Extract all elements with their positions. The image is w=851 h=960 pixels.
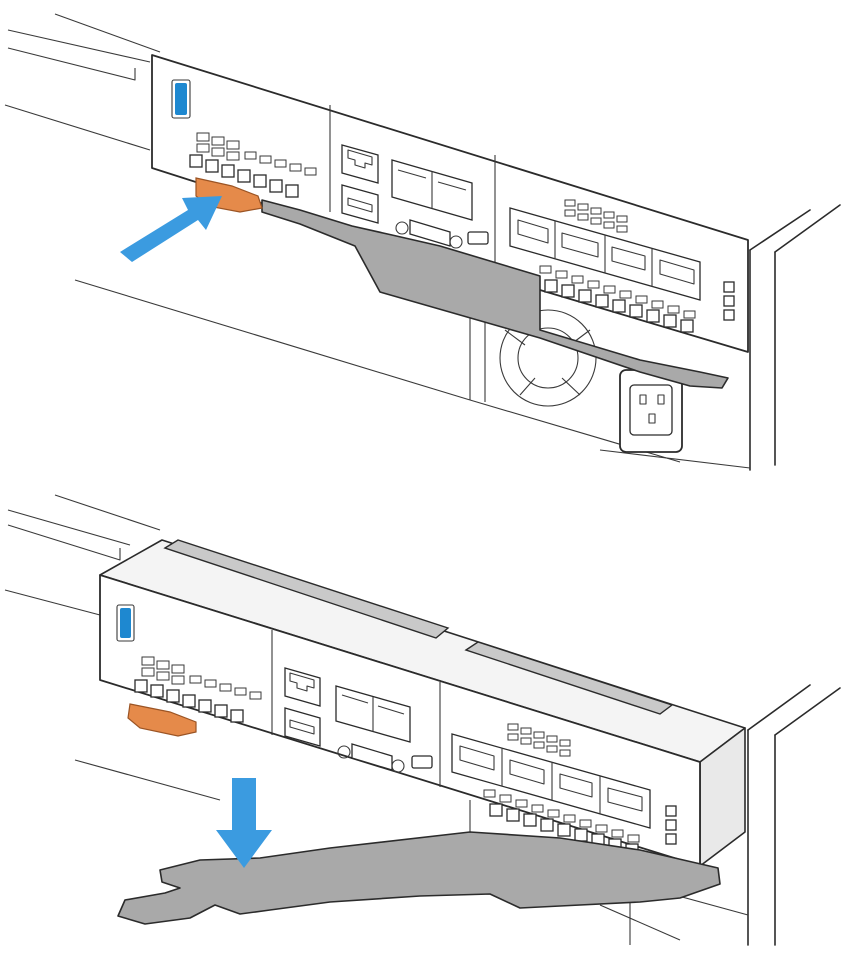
management-ports-bottom: [284, 667, 321, 747]
serial-port-top: [395, 219, 489, 249]
led-array-left: [189, 132, 317, 198]
controller-module-front-top: [151, 54, 749, 389]
release-lever-bottom: [117, 831, 721, 925]
enclosure-lines-top: [4, 13, 841, 471]
status-led-bottom: [120, 608, 131, 638]
controller-module-extended: [99, 539, 746, 867]
host-ports-top: [509, 199, 701, 301]
status-led: [175, 83, 187, 115]
management-ports-top: [341, 144, 379, 224]
sfp-ports-top: [391, 159, 473, 221]
arrow-right-icon: [120, 196, 222, 262]
port-leds-top: [539, 265, 735, 333]
release-lever-top: [261, 199, 729, 389]
led-array-left-bottom: [134, 656, 262, 723]
release-tab-bottom: [127, 703, 197, 737]
bottom-panel: [4, 494, 841, 946]
host-ports-bottom: [451, 723, 651, 829]
sfp-ports-bottom: [335, 685, 411, 743]
serial-port-bottom: [337, 743, 433, 773]
port-leds-bottom: [483, 789, 677, 857]
top-panel: [4, 13, 841, 471]
arrow-down-icon: [216, 778, 272, 868]
